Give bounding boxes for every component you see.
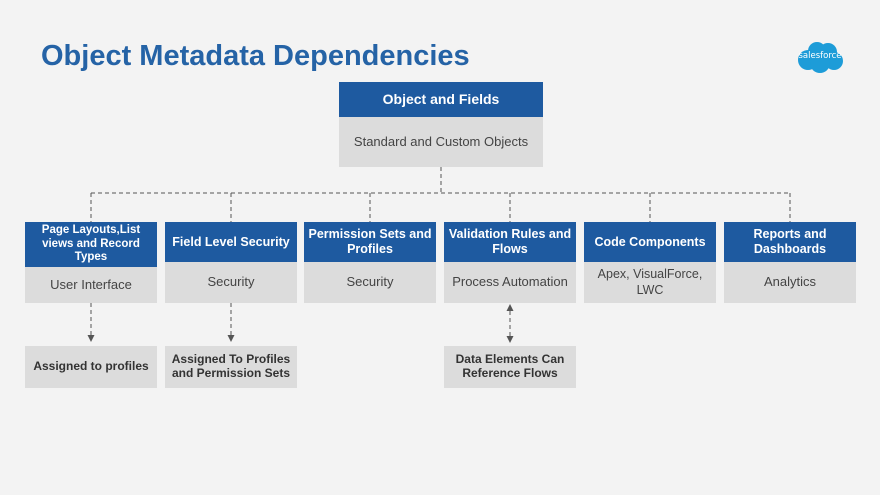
note-assigned-to-profiles-permission-sets: Assigned To Profiles and Permission Sets <box>165 346 297 388</box>
child-header-field-level-security: Field Level Security <box>165 222 297 262</box>
arrow-down-1 <box>87 335 95 342</box>
child-body-apex: Apex, VisualForce, LWC <box>584 262 716 303</box>
child-body-analytics: Analytics <box>724 262 856 303</box>
child-body-user-interface: User Interface <box>25 267 157 303</box>
child-body-security-1: Security <box>165 262 297 303</box>
root-body: Standard and Custom Objects <box>339 117 543 167</box>
child-header-page-layouts: Page Layouts,List views and Record Types <box>25 222 157 267</box>
logo-text: salesforce <box>798 51 842 61</box>
arrow-up-3 <box>506 304 514 311</box>
arrow-down-3 <box>506 336 514 343</box>
child-header-code-components: Code Components <box>584 222 716 262</box>
arrow-down-2 <box>227 335 235 342</box>
child-body-process-automation: Process Automation <box>444 262 576 303</box>
child-header-reports: Reports and Dashboards <box>724 222 856 262</box>
cloud-logo-icon <box>798 42 843 73</box>
note-assigned-to-profiles: Assigned to profiles <box>25 346 157 388</box>
salesforce-logo: salesforce <box>796 40 844 74</box>
root-header: Object and Fields <box>339 82 543 117</box>
note-data-elements: Data Elements Can Reference Flows <box>444 346 576 388</box>
child-body-security-2: Security <box>304 262 436 303</box>
child-header-validation-rules: Validation Rules and Flows <box>444 222 576 262</box>
slide-title: Object Metadata Dependencies <box>41 40 470 72</box>
child-header-permission-sets: Permission Sets and Profiles <box>304 222 436 262</box>
